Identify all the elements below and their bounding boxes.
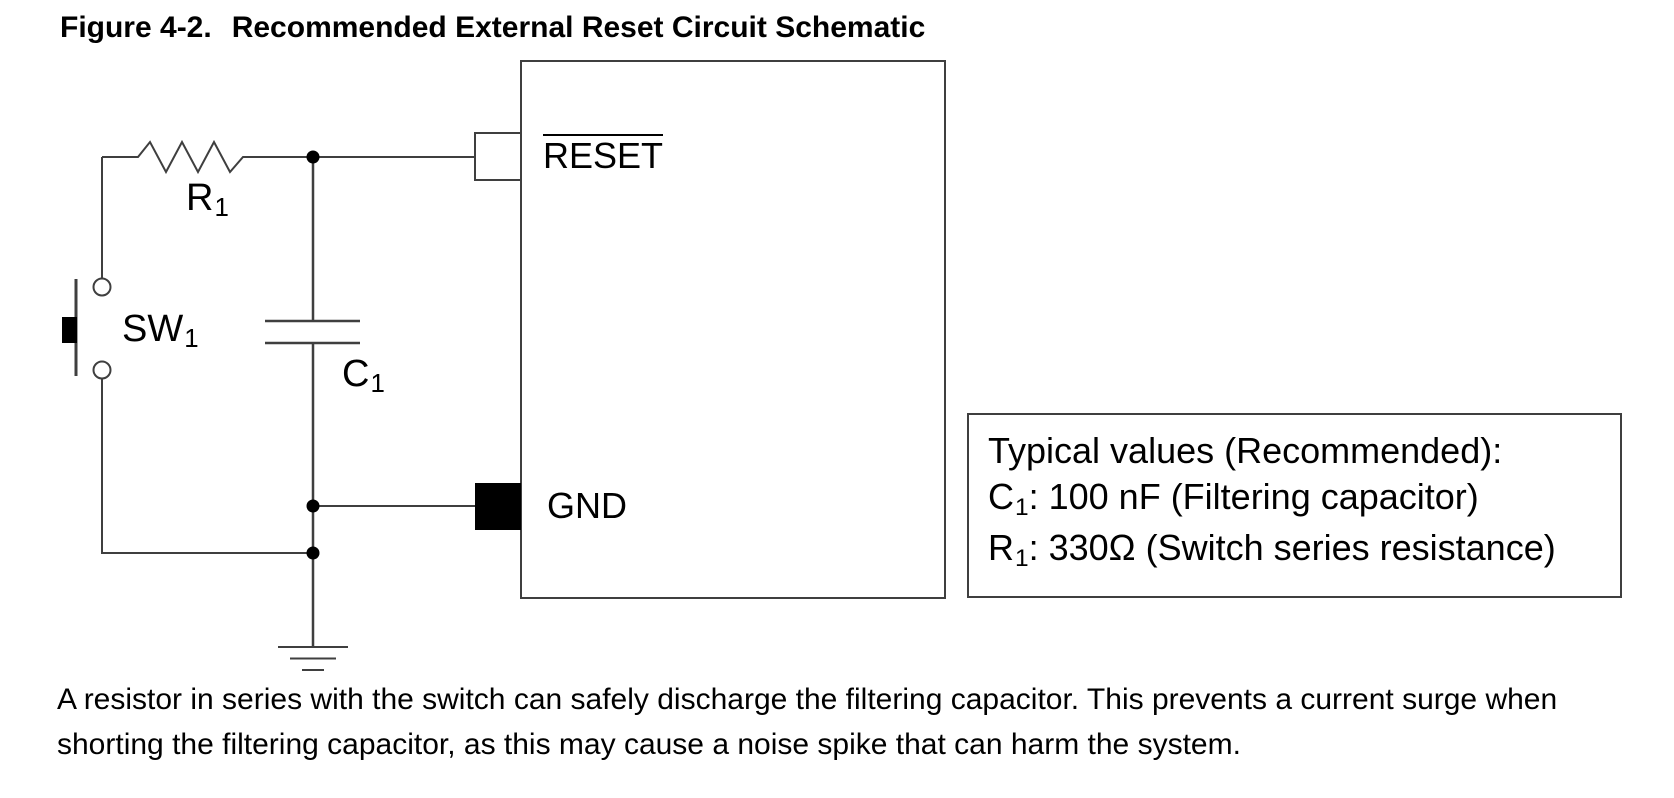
wire-switch-branch (101, 157, 313, 554)
resistor-ref-sub: 1 (214, 194, 229, 223)
switch-label: SW1 (122, 308, 199, 352)
switch-contact-bottom (92, 360, 112, 380)
switch-ref: SW (122, 308, 184, 350)
switch-button (62, 317, 77, 343)
entry-text: : 330Ω (Switch series resistance) (1028, 527, 1556, 568)
capacitor-label: C1 (342, 353, 385, 397)
figure-title: Figure 4-2. Recommended External Reset Ci… (60, 11, 925, 45)
figure-title-text: Recommended External Reset Circuit Schem… (231, 11, 926, 44)
junction-dot (306, 546, 320, 560)
capacitor-icon (265, 157, 360, 647)
reset-pin-box (474, 132, 522, 181)
figure-number: Figure 4-2. (60, 11, 212, 44)
caption-line: shorting the filtering capacitor, as thi… (57, 728, 1241, 761)
entry-ref: C (988, 476, 1014, 517)
entry-ref-sub: 1 (1015, 493, 1029, 521)
typical-values-entry-r1: R1: 330Ω (Switch series resistance) (988, 525, 1620, 576)
reset-pin-label-text: RESET (543, 134, 664, 176)
capacitor-ref-sub: 1 (370, 370, 385, 399)
ic-outline (520, 60, 946, 599)
junction-dot (306, 499, 320, 513)
junction-dot (306, 150, 320, 164)
caption-line: A resistor in series with the switch can… (57, 683, 1558, 716)
gnd-pin-box (475, 483, 521, 530)
gnd-pin-label: GND (547, 488, 627, 524)
switch-contact-top (92, 277, 112, 297)
figure-caption: A resistor in series with the switch can… (57, 677, 1557, 767)
entry-ref-sub: 1 (1015, 544, 1029, 572)
capacitor-ref: C (342, 353, 370, 395)
typical-values-heading: Typical values (Recommended): (988, 430, 1503, 471)
entry-ref: R (988, 527, 1014, 568)
ground-icon (278, 646, 348, 671)
typical-values-box: Typical values (Recommended): C1: 100 nF… (967, 413, 1622, 598)
reset-pin-label: RESET (543, 134, 664, 176)
switch-ref-sub: 1 (184, 325, 199, 354)
resistor-ref: R (186, 177, 214, 219)
resistor-label: R1 (186, 177, 229, 221)
typical-values-entry-c1: C1: 100 nF (Filtering capacitor) (988, 474, 1620, 525)
gnd-pin-label-text: GND (547, 485, 627, 526)
entry-text: : 100 nF (Filtering capacitor) (1028, 476, 1479, 517)
resistor-icon (102, 139, 475, 175)
